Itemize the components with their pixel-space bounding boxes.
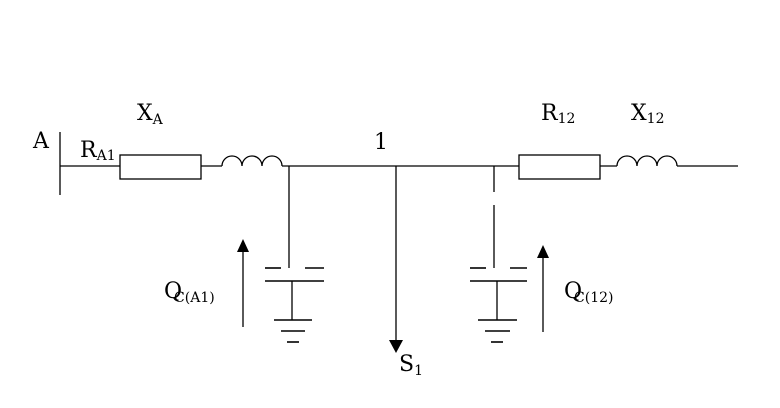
resistor-ra1	[119, 154, 202, 180]
label-r-a1: RA1	[80, 138, 116, 164]
label-r-12: R12	[541, 101, 575, 127]
label-q-a1: QC(A1)	[164, 279, 215, 306]
label-q-12: QC(12)	[564, 279, 614, 306]
inductor-xa	[221, 155, 283, 167]
ground-left	[274, 319, 312, 343]
label-s-1: S1	[399, 352, 423, 379]
q-a1-arrow	[237, 239, 249, 327]
inductor-x12	[616, 155, 678, 167]
capacitor-left	[265, 166, 324, 320]
q-12-arrow	[537, 245, 549, 332]
label-bus-a: A	[32, 129, 50, 154]
capacitor-right	[470, 166, 527, 320]
ground-right	[478, 319, 517, 343]
resistor-r12	[518, 154, 601, 180]
label-x-a: XA	[137, 101, 164, 128]
label-node-1: 1	[374, 130, 388, 155]
label-x-12: X12	[631, 101, 665, 127]
load-s1-arrow	[389, 166, 403, 353]
